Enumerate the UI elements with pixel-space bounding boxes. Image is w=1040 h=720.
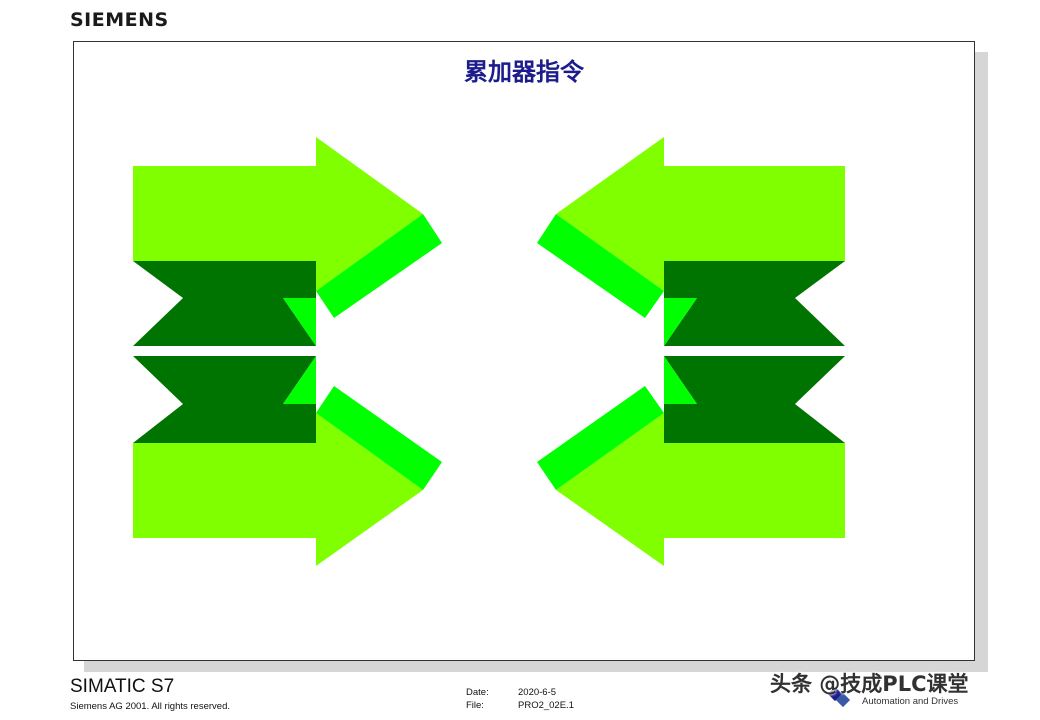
siemens-logo: SIEMENS [70, 9, 169, 31]
file-label: File: [466, 700, 484, 711]
slide-frame: 累加器指令 [73, 41, 975, 661]
copyright-notice: Siemens AG 2001. All rights reserved. [70, 701, 230, 712]
arrow-left-icon [537, 356, 845, 566]
file-value: PRO2_02E.1 [518, 700, 574, 711]
date-value: 2020-6-5 [518, 687, 557, 698]
arrow-left-icon [537, 137, 845, 346]
product-name: SIMATIC S7 [70, 676, 175, 697]
arrow-right-icon [133, 137, 442, 346]
siemens-ad-logo-icon [827, 686, 851, 708]
slide-title: 累加器指令 [464, 57, 584, 86]
department-label: Automation and Drives [862, 696, 959, 707]
arrow-right-icon [133, 356, 442, 566]
watermark-text: 头条 @技成PLC课堂 [770, 672, 969, 696]
date-label: Date: [466, 687, 489, 698]
